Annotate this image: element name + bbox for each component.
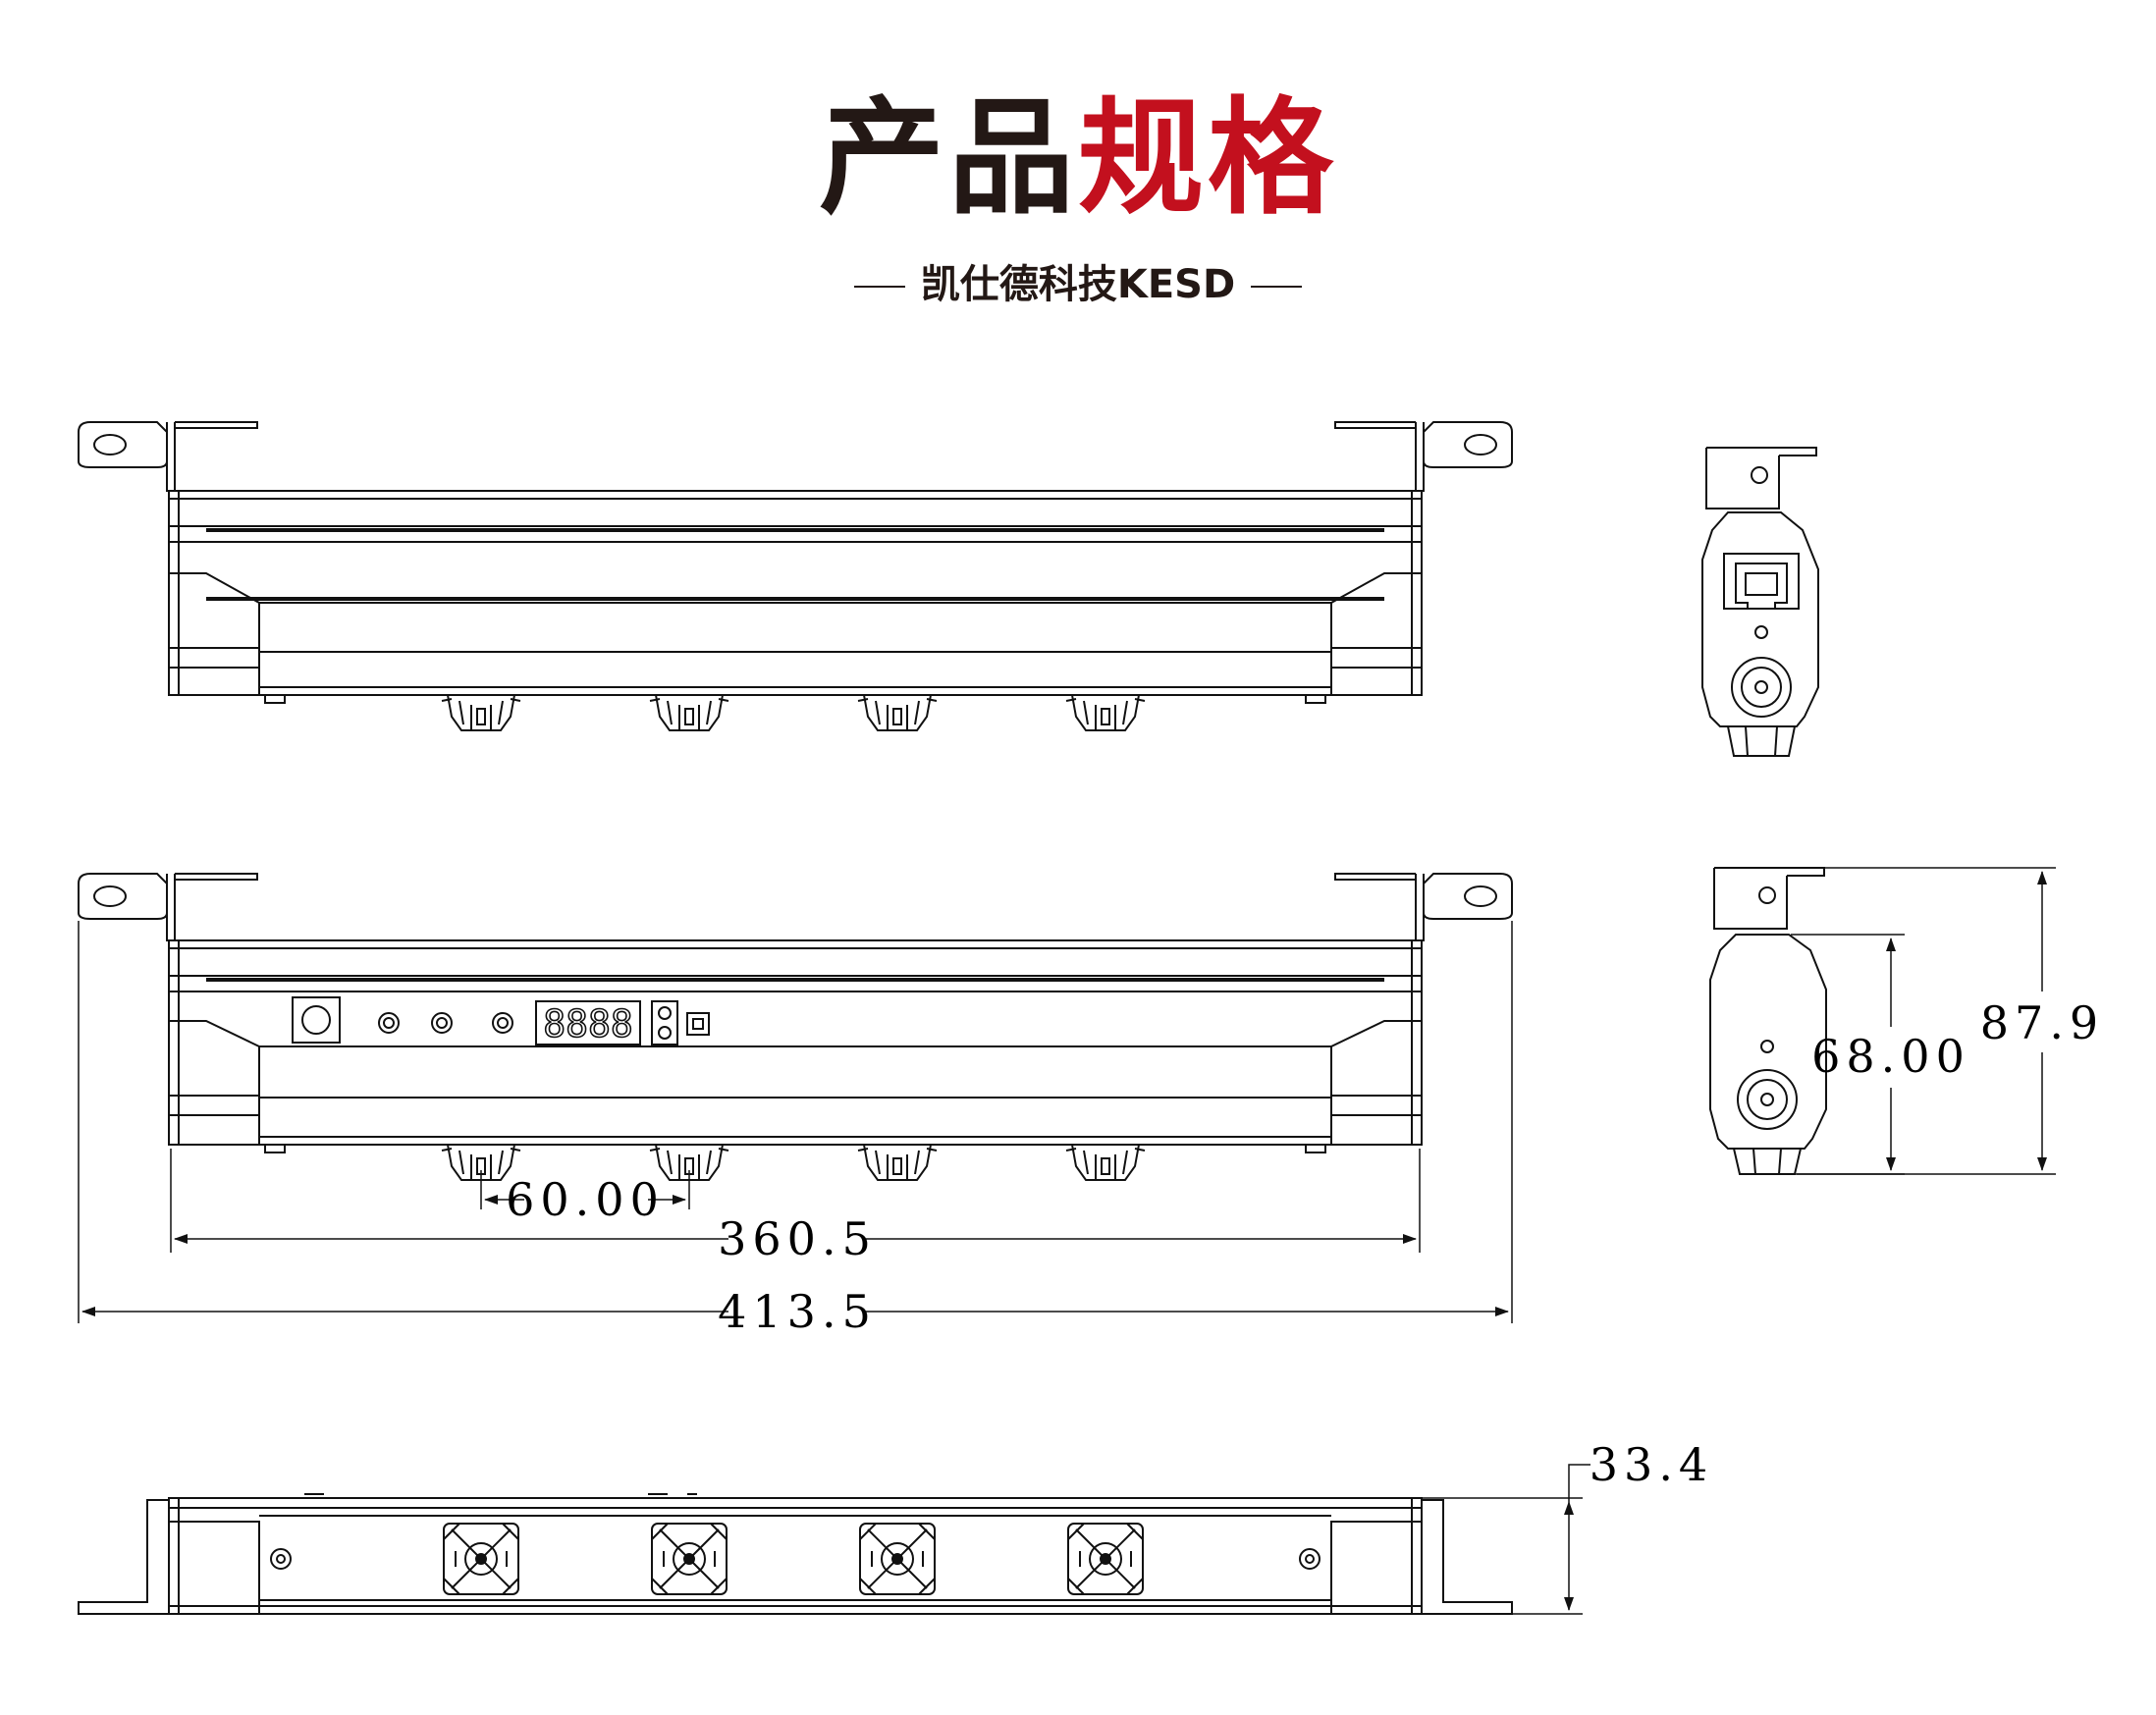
page-title: 产品规格 [0,90,2156,228]
title-red-part: 规格 [1078,85,1338,232]
front-view [78,421,1513,731]
indicator-led-3 [492,1012,513,1034]
dim-total-length-label: 413.5 [718,1285,877,1338]
side-top-body [1701,511,1819,727]
dim-side-total-height-label: 87.9 [1980,996,2104,1049]
page-subtitle: 凯仕德科技KESD [0,257,2156,312]
dim-nozzle-pitch-label: 60.00 [506,1173,665,1226]
subtitle-text: 凯仕德科技KESD [920,262,1236,307]
back-left-bracket [78,873,168,920]
right-mounting-bracket [1423,421,1513,468]
left-mounting-bracket [78,421,168,468]
dim-total-length: 413.5 [78,921,1513,1338]
top-view [78,1493,1513,1615]
subtitle-left-dash [853,286,905,288]
indicator-led-2 [431,1012,453,1034]
adjust-buttons [651,1000,678,1045]
dim-side-inner-height-label: 68.00 [1811,1030,1970,1083]
top-body [168,1497,1423,1615]
side-view-bottom [1709,867,1827,1175]
side-view-top [1701,447,1819,757]
dim-depth-label: 33.4 [1590,1438,1713,1491]
title-black-part: 产品 [818,85,1078,232]
port-connector [686,1012,710,1036]
dim-body-length: 360.5 [170,1149,1421,1265]
dim-depth: 33.4 [1422,1438,1713,1615]
dim-nozzle-pitch: 60.00 [480,1170,690,1226]
back-right-bracket [1423,873,1513,920]
top-left-screw [270,1548,292,1570]
digital-display-digits: 8888 [543,1002,633,1045]
top-right-screw [1299,1548,1321,1570]
back-view: 8888 [78,873,1513,1181]
dim-body-length-label: 360.5 [718,1212,877,1265]
power-switch [292,996,341,1044]
digital-display [535,1000,641,1045]
dim-side-total-height: 87.9 [1787,867,2104,1175]
back-body [168,939,1423,1146]
side-bottom-body [1709,934,1827,1150]
subtitle-right-dash [1251,286,1303,288]
rj45-port [1735,563,1788,610]
indicator-led-1 [378,1012,400,1034]
dim-side-inner-height: 68.00 [1791,934,1970,1175]
front-body [168,490,1423,696]
